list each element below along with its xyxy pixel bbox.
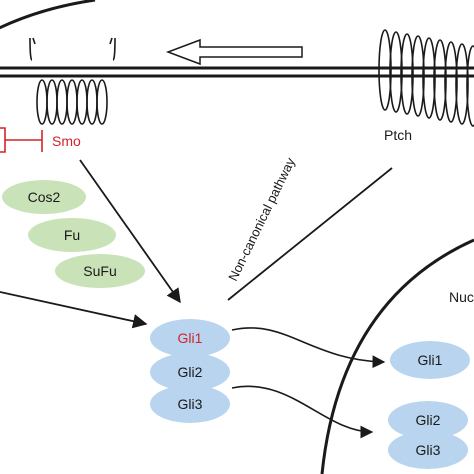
non-canonical-label: Non-canonical pathway — [225, 155, 298, 283]
gli2-ellipse — [150, 353, 230, 391]
gli1-ellipse — [150, 319, 230, 357]
gli23-to-nucleus-arrow — [231, 385, 374, 439]
nucleus-envelope — [320, 238, 474, 474]
nuclear-gli3-ellipse — [388, 431, 468, 469]
nuclear-gli1-ellipse — [390, 341, 470, 379]
smo-to-gli-arrow — [79, 159, 181, 304]
fu-label: Fu — [64, 227, 80, 243]
gli1-label: Gli1 — [178, 330, 203, 346]
nuclear-gli1-label: Gli1 — [418, 352, 443, 368]
non-canonical-line — [227, 167, 393, 301]
ptch-to-smo-arrow — [165, 38, 303, 66]
smo-label: Smo — [52, 133, 81, 149]
nucleus-label: Nuc — [449, 289, 474, 305]
sufu-label: SuFu — [83, 263, 116, 279]
ptch-receptor — [378, 29, 474, 127]
gli3-label: Gli3 — [178, 396, 203, 412]
gli3-ellipse — [150, 385, 230, 423]
smo-inhibition-symbol — [0, 127, 43, 153]
sufu-ellipse — [55, 254, 145, 288]
nuclear-gli2-label: Gli2 — [416, 412, 441, 428]
gli2-label: Gli2 — [178, 364, 203, 380]
nuclear-gli3-label: Gli3 — [416, 442, 441, 458]
ptch-label: Ptch — [384, 127, 412, 143]
cos2-label: Cos2 — [28, 189, 61, 205]
cos2-ellipse — [2, 180, 86, 214]
gli1-to-nucleus-arrow — [231, 327, 386, 369]
left-to-gli-arrow — [0, 291, 148, 329]
nuclear-gli2-ellipse — [388, 401, 468, 439]
smo-receptor — [29, 37, 116, 125]
fu-ellipse — [28, 218, 116, 252]
cell-membrane-curve — [0, 0, 96, 30]
